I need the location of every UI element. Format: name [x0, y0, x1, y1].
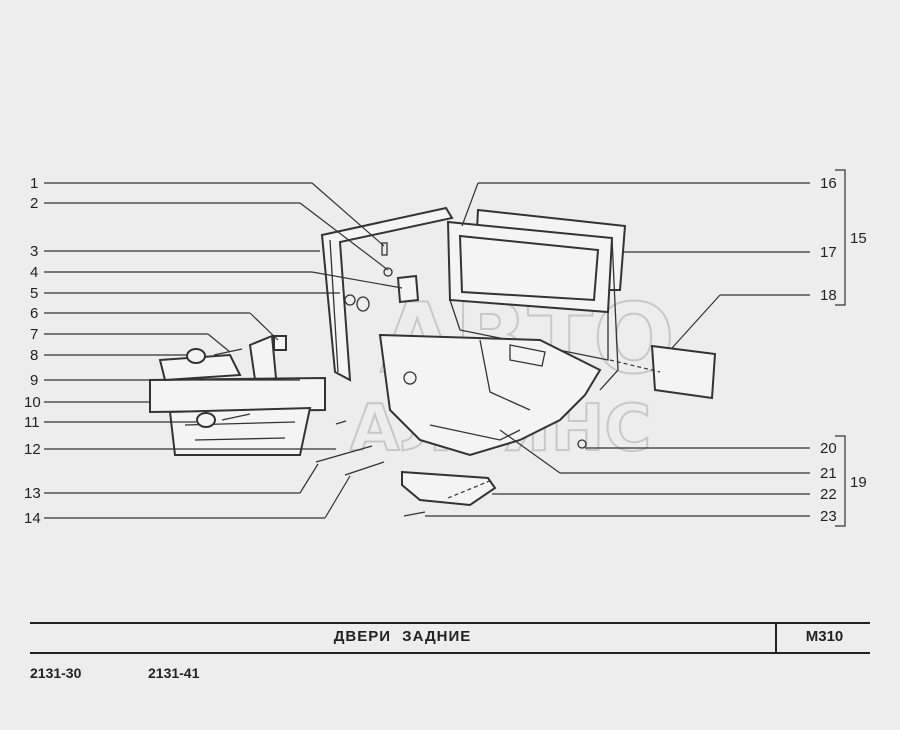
callout-6: 6: [30, 305, 38, 322]
callout-8: 8: [30, 347, 38, 364]
callout-20: 20: [820, 440, 837, 457]
door-handle-assembly: [149, 334, 326, 456]
callout-16: 16: [820, 175, 837, 192]
callout-14: 14: [24, 510, 41, 527]
callout-9: 9: [30, 372, 38, 389]
callout-2: 2: [30, 195, 38, 212]
model-number-1: 2131-30: [30, 665, 82, 681]
door-window-frames: [446, 208, 627, 391]
section-code: M310: [805, 628, 844, 645]
callout-18: 18: [820, 287, 837, 304]
door-frame-left: [320, 206, 454, 382]
group-brackets: [835, 169, 846, 527]
door-trim-panel: [378, 333, 602, 457]
callout-22: 22: [820, 486, 837, 503]
fasteners: [213, 242, 587, 517]
callout-10: 10: [24, 394, 41, 411]
left-callouts: 1 2 3 4 5 6 7 8 9 10 11 12 13 14: [24, 175, 41, 527]
callout-7: 7: [30, 326, 38, 343]
callout-19: 19: [850, 474, 867, 491]
title-block: ДВЕРИ ЗАДНИЕ M310: [30, 622, 870, 654]
page-title: ДВЕРИ ЗАДНИЕ: [333, 628, 472, 645]
exploded-parts-diagram: АВТО АЛЬЯНС: [24, 169, 867, 527]
code-cell: M310: [775, 624, 872, 652]
model-number-2: 2131-41: [148, 665, 200, 681]
armrest: [401, 470, 497, 507]
label-sticker: [650, 344, 717, 400]
callout-17: 17: [820, 244, 837, 261]
callout-12: 12: [24, 441, 41, 458]
leader-lines-left: [44, 182, 403, 519]
callout-11: 11: [24, 414, 40, 431]
callout-15: 15: [850, 230, 867, 247]
callout-5: 5: [30, 285, 38, 302]
callout-4: 4: [30, 264, 38, 281]
right-callouts: 16 17 18 20 21 22 23 15 19: [820, 175, 867, 525]
callout-21: 21: [820, 465, 837, 482]
callout-1: 1: [30, 175, 38, 192]
leader-lines-right: [425, 182, 810, 517]
callout-23: 23: [820, 508, 837, 525]
callout-3: 3: [30, 243, 38, 260]
callout-13: 13: [24, 485, 41, 502]
